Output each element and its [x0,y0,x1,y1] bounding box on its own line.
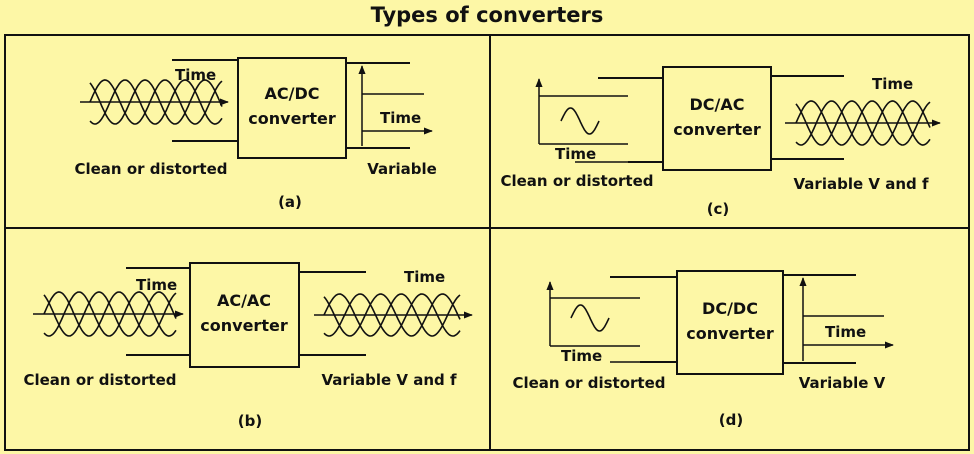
panel-a: Time AC/DC converter Time Clean or disto… [74,57,437,211]
converter-type: DC/AC [690,95,745,114]
three-phase-waves [43,291,177,337]
panel-grid [4,34,970,451]
panel-caption: (b) [238,412,262,430]
converter-box [662,66,772,171]
input-description: Clean or distorted [500,172,653,190]
input-time-label: Time [561,347,602,365]
panel-c: Time DC/AC converter Time Clean or disto… [500,66,941,218]
page-title: Types of converters [371,3,604,27]
converter-box [676,270,784,375]
dc-input-waveform [535,78,628,145]
converter-word: converter [200,316,288,335]
panel-d-frame [489,227,970,451]
output-time-label: Time [825,323,866,341]
ac-input-waveform [80,79,229,125]
converter-type: AC/DC [265,84,320,103]
output-time-label: Time [872,75,913,93]
input-description: Clean or distorted [512,374,665,392]
converter-type: AC/AC [217,291,271,310]
converter-word: converter [673,120,761,139]
input-description: Clean or distorted [74,160,227,178]
three-phase-waves [89,79,223,125]
output-description: Variable V [799,374,886,392]
ac-output-waveform [314,293,473,337]
three-phase-waves [795,100,931,146]
output-description: Variable V and f [322,371,457,389]
converter-box [189,262,300,368]
panel-caption: (c) [707,200,730,218]
panel-caption: (a) [278,193,302,211]
panel-b: Time AC/AC converter Time Clean or disto… [23,262,473,430]
ripple-wave [560,107,600,135]
dc-input-waveform [546,281,640,347]
input-time-label: Time [175,66,216,84]
dc-output-waveform [799,277,894,361]
panel-caption: (d) [719,411,743,429]
ac-input-waveform [33,291,184,337]
input-time-label: Time [136,276,177,294]
ripple-wave [570,304,610,332]
three-phase-waves [323,293,461,337]
output-description: Variable V and f [794,175,929,193]
input-description: Clean or distorted [23,371,176,389]
converter-word: converter [686,324,774,343]
panel-d: Time DC/DC converter Time Clean or disto… [512,270,894,429]
converter-word: converter [248,109,336,128]
input-time-label: Time [555,145,596,163]
ac-output-waveform [785,100,941,146]
converter-box [237,57,347,159]
output-time-label: Time [380,109,421,127]
converter-type: DC/DC [702,299,758,318]
output-time-label: Time [404,268,445,286]
output-description: Variable [367,160,437,178]
dc-output-waveform [358,65,433,146]
